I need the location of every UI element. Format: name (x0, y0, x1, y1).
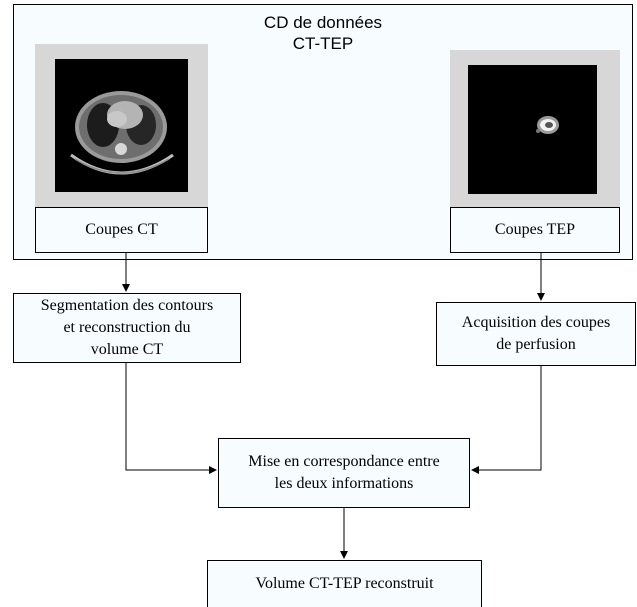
acquisition-label: Acquisition des coupes de perfusion (461, 314, 611, 353)
matching-box: Mise en correspondance entre les deux in… (218, 438, 470, 508)
pet-slices-box: Coupes TEP (450, 207, 620, 253)
result-label: Volume CT-TEP reconstruit (255, 575, 434, 592)
segmentation-box: Segmentation des contours et reconstruct… (13, 293, 241, 363)
pet-slices-label: Coupes TEP (494, 221, 576, 238)
heart-pet-icon (468, 65, 597, 194)
result-box: Volume CT-TEP reconstruit (207, 560, 482, 607)
chest-ct-icon (55, 59, 188, 192)
matching-label: Mise en correspondance entre les deux in… (248, 453, 440, 492)
ct-slices-box: Coupes CT (35, 207, 208, 253)
acquisition-box: Acquisition des coupes de perfusion (436, 302, 636, 366)
container-title-text: CD de données CT-TEP (263, 13, 383, 53)
ct-scan-image (35, 44, 208, 207)
ct-slices-label: Coupes CT (85, 221, 158, 238)
segmentation-label: Segmentation des contours et reconstruct… (40, 297, 214, 358)
arrow-acquisition-to-matching (471, 366, 542, 474)
container-title: CD de données CT-TEP (13, 12, 633, 54)
pet-scan-image (450, 50, 620, 207)
arrow-segmentation-to-matching (125, 363, 217, 474)
